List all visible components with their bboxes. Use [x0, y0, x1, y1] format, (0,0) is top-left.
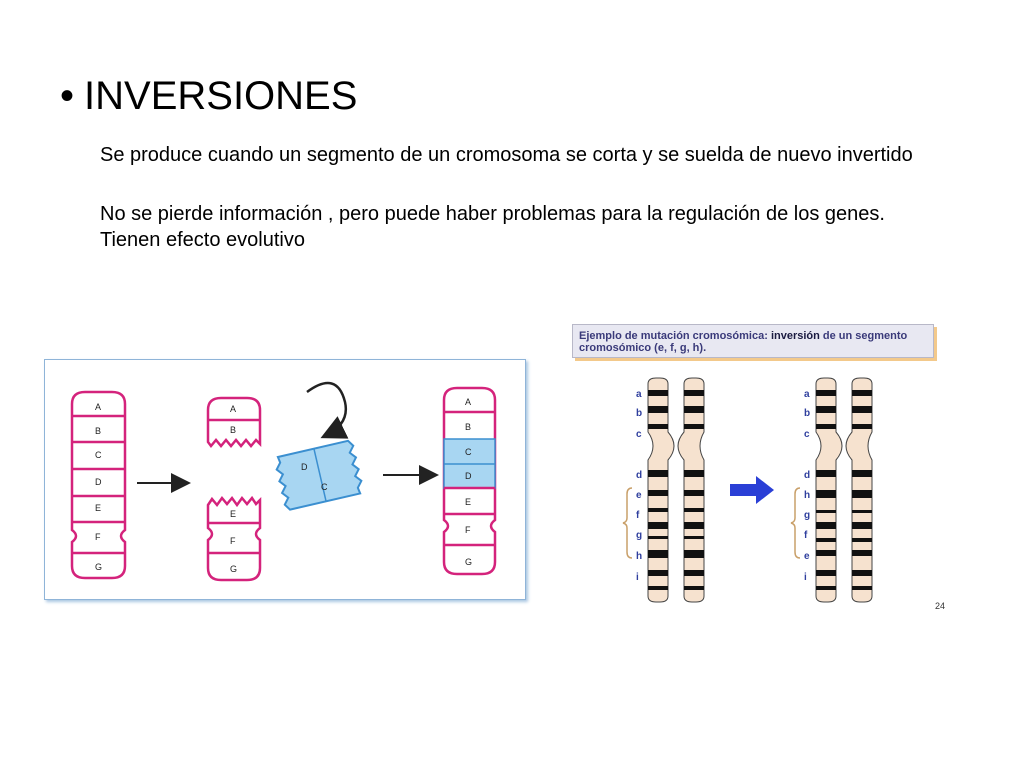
before-label-d: d [636, 470, 642, 481]
after-label-d: d [804, 470, 810, 481]
result-band-g: G [465, 557, 472, 567]
result-band-c: C [465, 447, 472, 457]
result-band-d: D [465, 471, 472, 481]
frag-bottom-g: G [230, 564, 237, 574]
title-bullet: • [60, 74, 75, 118]
fragment-top [206, 396, 262, 449]
result-chromosome [442, 386, 497, 576]
slide-title: •INVERSIONES [60, 70, 357, 122]
after-label-h: h [804, 490, 810, 501]
after-label-i: i [804, 572, 807, 583]
frag-bottom-e: E [230, 509, 236, 519]
title-text: INVERSIONES [84, 74, 358, 118]
result-band-e: E [465, 497, 471, 507]
fragment-bottom [206, 495, 262, 582]
after-label-e: e [804, 551, 810, 562]
inversion-mechanism-diagram: A B C D E F G A B E F G [44, 359, 526, 600]
orig-band-g: G [95, 562, 102, 572]
caption-bold: inversión [770, 330, 820, 342]
rotation-arrow [306, 381, 349, 439]
before-label-f: f [636, 510, 640, 521]
fragment-inverted [275, 439, 363, 511]
before-label-c: c [636, 429, 642, 440]
definition-paragraph: Se produce cuando un segmento de un crom… [100, 144, 913, 166]
before-label-i: i [636, 572, 639, 583]
caption-part2: de un segmento cromosómico (e, f, g, h). [579, 330, 908, 354]
orig-band-b: B [95, 426, 101, 436]
before-segment-brace [622, 487, 633, 559]
blue-arrow [730, 476, 774, 504]
before-label-b: b [636, 408, 642, 419]
page-number: 24 [935, 601, 946, 611]
chromosome-inversion-example: a b c d e f g h i a b c d h g [622, 377, 873, 603]
orig-band-e: E [95, 503, 101, 513]
bands-before [648, 390, 704, 590]
before-label-e: e [636, 490, 642, 501]
consequence-paragraph: No se pierde información , pero puede ha… [100, 203, 885, 251]
example-caption-box: Ejemplo de mutación cromosómica: inversi… [572, 324, 934, 358]
frag-bottom-f: F [230, 536, 236, 546]
frag-inverted-c: C [321, 482, 328, 492]
orig-band-d: D [95, 477, 102, 487]
after-segment-brace [790, 487, 801, 559]
after-label-b: b [804, 408, 810, 419]
after-label-g: g [804, 510, 810, 521]
before-label-g: g [636, 530, 642, 541]
result-band-a: A [465, 397, 471, 407]
mechanism-svg: A B C D E F G A B E F G [70, 381, 497, 582]
before-label-h: h [636, 551, 642, 562]
orig-band-a: A [95, 402, 101, 412]
original-chromosome [70, 390, 127, 580]
frag-top-a: A [230, 404, 236, 414]
after-label-c: c [804, 429, 810, 440]
orig-band-f: F [95, 532, 101, 542]
frag-top-b: B [230, 425, 236, 435]
caption-part1: Ejemplo de mutación cromosómica: [579, 330, 771, 342]
result-band-f: F [465, 525, 471, 535]
before-label-a: a [636, 389, 642, 400]
frag-inverted-d: D [301, 462, 308, 472]
bands-after [816, 390, 872, 590]
orig-band-c: C [95, 450, 102, 460]
example-caption: Ejemplo de mutación cromosómica: inversi… [579, 330, 933, 354]
after-label-a: a [804, 389, 810, 400]
result-band-b: B [465, 422, 471, 432]
after-label-f: f [804, 530, 808, 541]
